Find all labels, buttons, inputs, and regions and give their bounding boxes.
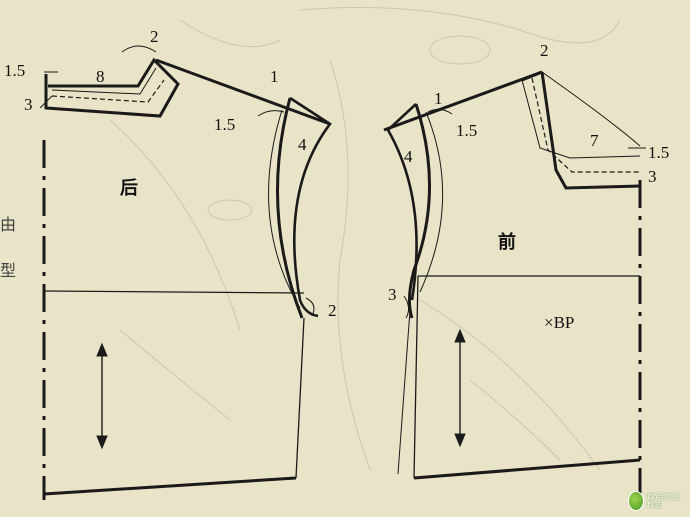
front-armhole-ext: [386, 103, 418, 301]
front-armhole-outer: [407, 103, 431, 319]
back-dim-arc-15: [257, 110, 285, 117]
bp-marker: ×BP: [544, 313, 574, 332]
back-collar-inner: [51, 67, 157, 95]
labels: 后 前 ×BP 由 型 2 8 1.5 3 1 1.5 4 2 2 7 1.5 …: [0, 27, 669, 332]
back-hem-2-label: 2: [328, 301, 337, 320]
front-side-seam-b: [397, 309, 411, 475]
back-collar-dashed: [51, 79, 165, 103]
back-chest-line: [43, 290, 305, 294]
watermark-text: DIY手工资料站: [647, 493, 680, 509]
back-dim-arc-hem: [305, 297, 315, 317]
front-dim-arc-3: [403, 295, 410, 319]
back-neck-width-label: 8: [96, 67, 105, 86]
front-dim-arc-15: [427, 108, 453, 115]
front-grain-arrow-up: [454, 328, 466, 343]
back-armhole-thin: [268, 109, 301, 309]
front-neck-top-label: 1.5: [648, 143, 669, 162]
front-neck-up-label: 2: [540, 41, 549, 60]
back-grain-arrow-down: [96, 435, 108, 450]
back-armhole-ext: [289, 96, 332, 318]
back-shoulder-up-label: 1: [270, 67, 279, 86]
front-armhole-thin: [419, 111, 444, 293]
back-dim-tick-3: [39, 95, 53, 109]
front-collar-outline: [540, 71, 641, 190]
back-shoulder-ext-label: 1.5: [214, 115, 235, 134]
back-neck-top-label: 1.5: [4, 61, 25, 80]
front-shoulder-up-label: 1: [434, 89, 443, 108]
side-text-2: 型: [0, 261, 16, 280]
back-panel: [39, 45, 332, 500]
front-shoulder-ext-label: 1.5: [456, 121, 477, 140]
front-hem-line: [413, 458, 641, 480]
front-panel-label: 前: [498, 231, 516, 253]
back-armhole-outer: [276, 97, 304, 319]
site-watermark: DIY手工资料站: [628, 490, 684, 512]
front-neck-curve: [541, 71, 641, 147]
front-collar-dashed: [531, 77, 640, 173]
front-shoulder-line: [383, 70, 543, 132]
back-grain-arrow-up: [96, 342, 108, 357]
back-panel-label: 后: [120, 178, 138, 199]
back-neck-up-label: 2: [150, 27, 159, 46]
front-grain-arrow-down: [454, 433, 466, 448]
background-showthrough: [109, 7, 621, 471]
back-side-seam: [295, 317, 305, 479]
front-side-seam: [413, 275, 419, 479]
front-neck-depth-label: 3: [648, 167, 657, 186]
watermark-logo-icon: [628, 491, 645, 511]
back-collar-outline: [44, 57, 180, 118]
front-armhole-4-label: 4: [404, 147, 413, 166]
side-text-1: 由: [0, 215, 16, 234]
back-hem-line: [43, 476, 297, 496]
back-shoulder-line: [155, 58, 331, 126]
front-panel: [383, 70, 646, 494]
back-armhole-4-label: 4: [298, 135, 307, 154]
front-neck-width-label: 7: [590, 131, 599, 150]
front-collar-inner: [521, 79, 641, 159]
back-dim-arc-2: [121, 45, 157, 53]
front-side-3-label: 3: [388, 285, 397, 304]
back-neck-depth-label: 3: [24, 95, 33, 114]
